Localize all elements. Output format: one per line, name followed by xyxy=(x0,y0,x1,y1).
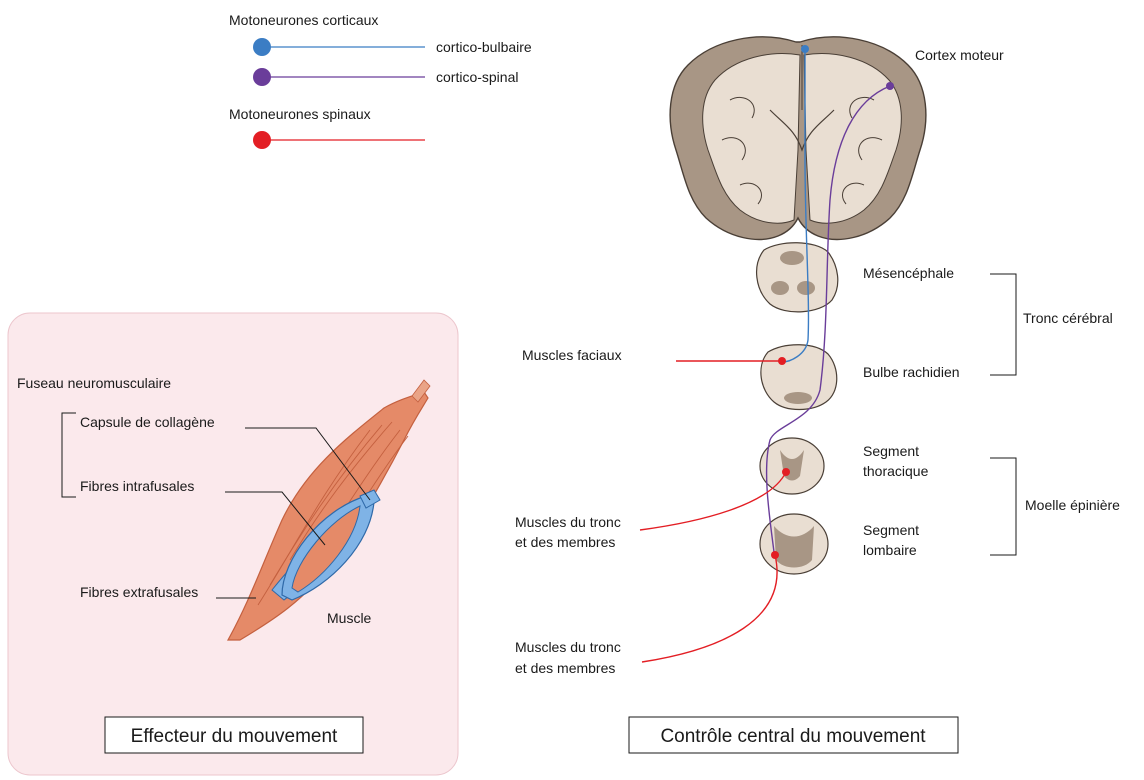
brainstem-bracket xyxy=(990,274,1016,375)
legend-corticobulbar-dot xyxy=(253,38,271,56)
spinal-pathway-lumbar xyxy=(642,555,777,662)
brain-coronal-section xyxy=(670,37,926,239)
lumbar-motoneuron-dot xyxy=(771,551,779,559)
legend-corticobulbar-label: cortico-bulbaire xyxy=(436,39,532,55)
legend: Motoneurones corticaux cortico-bulbaire … xyxy=(229,12,532,149)
legend-spinal-dot xyxy=(253,131,271,149)
thoracic-label-line1: Segment xyxy=(863,443,919,459)
extrafusal-label: Fibres extrafusales xyxy=(80,584,198,600)
corticobulbar-origin-dot xyxy=(801,45,809,53)
medulla-pyramids xyxy=(784,392,812,404)
spinal-cord-label: Moelle épinière xyxy=(1025,497,1120,513)
trunk-muscles-1-line2: et des membres xyxy=(515,534,615,550)
lumbar-label-line2: lombaire xyxy=(863,542,917,558)
corticospinal-origin-dot xyxy=(886,82,894,90)
trunk-muscles-1-line1: Muscles du tronc xyxy=(515,514,621,530)
midbrain-peduncle-right xyxy=(797,281,815,295)
muscle-label: Muscle xyxy=(327,610,372,626)
capsule-label: Capsule de collagène xyxy=(80,414,215,430)
legend-cortical-title: Motoneurones corticaux xyxy=(229,12,378,28)
brainstem-label: Tronc cérébral xyxy=(1023,310,1113,326)
thoracic-segment xyxy=(760,438,824,494)
trunk-muscles-2-line1: Muscles du tronc xyxy=(515,639,621,655)
legend-spinal-title: Motoneurones spinaux xyxy=(229,106,371,122)
intrafusal-label: Fibres intrafusales xyxy=(80,478,194,494)
facial-muscles-label: Muscles faciaux xyxy=(522,347,622,363)
legend-corticospinal-dot xyxy=(253,68,271,86)
facial-motoneuron-dot xyxy=(778,357,786,365)
thoracic-label-line2: thoracique xyxy=(863,463,929,479)
lumbar-label-line1: Segment xyxy=(863,522,919,538)
central-title: Contrôle central du mouvement xyxy=(660,726,926,747)
spindle-title: Fuseau neuromusculaire xyxy=(17,375,171,391)
medulla-section xyxy=(761,345,837,410)
midbrain-label: Mésencéphale xyxy=(863,265,954,281)
legend-corticospinal-label: cortico-spinal xyxy=(436,69,518,85)
cortex-label: Cortex moteur xyxy=(915,47,1004,63)
medulla-label: Bulbe rachidien xyxy=(863,364,960,380)
trunk-muscles-2-line2: et des membres xyxy=(515,660,615,676)
thoracic-motoneuron-dot xyxy=(782,468,790,476)
spinal-cord-bracket xyxy=(990,458,1016,555)
midbrain-colliculus xyxy=(780,251,804,265)
midbrain-peduncle-left xyxy=(771,281,789,295)
effector-panel: Fuseau neuromusculaire Capsule de collag… xyxy=(8,313,458,775)
central-control: Cortex moteur Mésencéphale Bulbe rachidi… xyxy=(515,37,1120,753)
effector-title: Effecteur du mouvement xyxy=(131,726,338,747)
